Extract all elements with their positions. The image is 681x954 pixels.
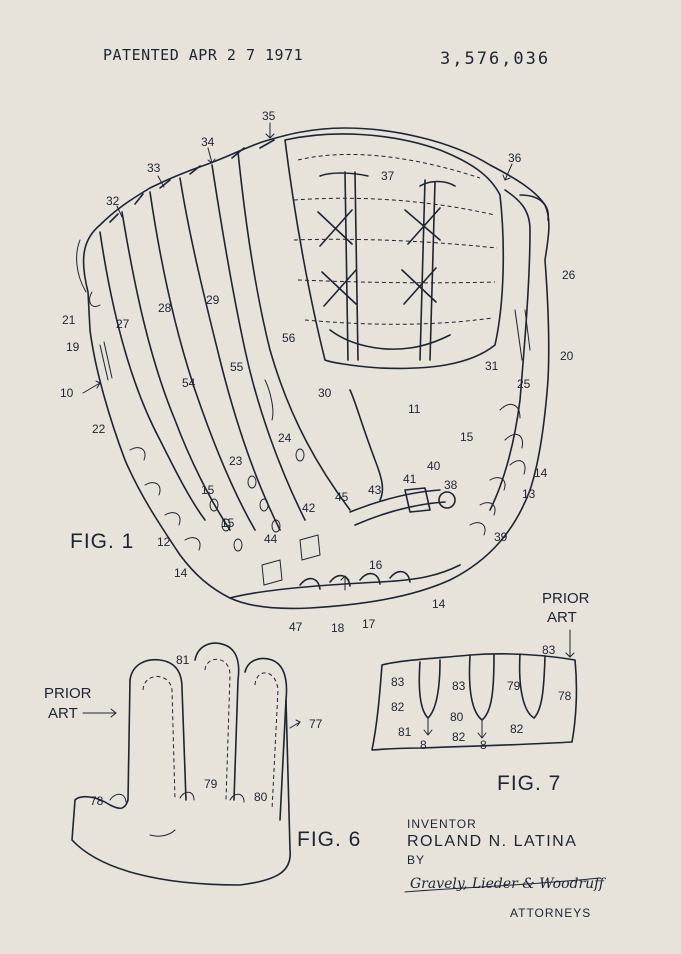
fig6-ref-81: 81 — [176, 653, 190, 667]
fig1-ref-44: 44 — [264, 532, 278, 546]
fig6-reference-numbers: 81 77 79 78 80 — [90, 653, 323, 808]
fig1-ref-47: 47 — [289, 620, 303, 634]
fig1-ref-38: 38 — [444, 478, 458, 492]
fig1-ref-15: 15 — [460, 430, 474, 444]
fig7-ref-8: 8 — [480, 738, 487, 752]
fig7-ref-83: 83 — [452, 679, 466, 693]
inventor-by: BY — [407, 853, 426, 867]
fig1-ref-41: 41 — [403, 472, 417, 486]
fig7-ref-8: 8 — [420, 738, 427, 752]
fig7-ref-83: 83 — [391, 675, 405, 689]
fig1-ref-29: 29 — [206, 293, 220, 307]
fig1-ref-16: 16 — [369, 558, 383, 572]
fig1-ref-42: 42 — [302, 501, 316, 515]
fig1-ref-34: 34 — [201, 135, 215, 149]
fig7-ref-82: 82 — [391, 700, 405, 714]
fig1-ref-37: 37 — [381, 169, 395, 183]
fig1-ref-17: 17 — [362, 617, 376, 631]
patented-date: PATENTED APR 2 7 1971 — [103, 46, 304, 64]
fig1-label: FIG. 1 — [70, 530, 135, 553]
fig1-ref-28: 28 — [158, 301, 172, 315]
fig1-glove-drawing — [76, 122, 575, 718]
fig1-ref-15: 15 — [221, 516, 235, 530]
fig1-ref-20: 20 — [560, 349, 574, 363]
fig7-ref-80: 80 — [450, 710, 464, 724]
fig1-ref-14: 14 — [432, 597, 446, 611]
fig6-label: FIG. 6 — [297, 828, 362, 851]
fig1-ref-27: 27 — [116, 317, 130, 331]
fig1-ref-45: 45 — [335, 490, 349, 504]
fig1-ref-40: 40 — [427, 459, 441, 473]
fig7-prior-art-line1: PRIOR — [542, 590, 590, 607]
fig6-ref-80: 80 — [254, 790, 268, 804]
fig1-ref-35: 35 — [262, 109, 276, 123]
fig7-ref-81: 81 — [398, 725, 412, 739]
fig1-ref-12: 12 — [157, 535, 171, 549]
fig1-ref-11: 11 — [408, 402, 421, 416]
fig7-reference-numbers: 83 83 83 79 78 82 80 82 81 82 8 8 — [391, 643, 572, 752]
fig6-ref-78: 78 — [90, 794, 104, 808]
fig7-ref-82: 82 — [510, 722, 524, 736]
fig1-ref-39: 39 — [494, 530, 508, 544]
fig6-ref-79: 79 — [204, 777, 218, 791]
fig1-ref-14: 14 — [174, 566, 188, 580]
fig7-ref-83: 83 — [542, 643, 556, 657]
fig7-drawing — [371, 653, 578, 751]
fig1-ref-24: 24 — [278, 431, 292, 445]
fig7-ref-82: 82 — [452, 730, 466, 744]
patent-number: 3,576,036 — [440, 49, 551, 69]
inventor-title: INVENTOR — [407, 817, 477, 831]
attorneys-label: ATTORNEYS — [510, 906, 592, 920]
fig7-ref-78: 78 — [558, 689, 572, 703]
fig1-ref-22: 22 — [92, 422, 106, 436]
fig1-reference-numbers: 35 34 33 32 36 37 21 19 10 22 27 28 29 56 55 54 30 31 26 20… — [60, 109, 576, 635]
fig1-ref-21: 21 — [62, 313, 76, 327]
fig7-prior-art-line2: ART — [547, 609, 577, 626]
fig1-ref-36: 36 — [508, 151, 522, 165]
fig1-ref-23: 23 — [229, 454, 243, 468]
attorney-signature: Gravely, Lieder & Woodruff — [404, 876, 606, 893]
fig1-ref-18: 18 — [331, 621, 345, 635]
fig1-ref-25: 25 — [517, 377, 531, 391]
fig6-prior-art-line2: ART — [48, 705, 78, 722]
fig7-ref-79: 79 — [507, 679, 521, 693]
fig1-ref-56: 56 — [282, 331, 296, 345]
fig1-ref-19: 19 — [66, 340, 80, 354]
fig1-ref-32: 32 — [106, 194, 120, 208]
fig1-ref-43: 43 — [368, 483, 382, 497]
fig1-ref-13: 13 — [522, 487, 536, 501]
fig1-ref-30: 30 — [318, 386, 332, 400]
inventor-name: ROLAND N. LATINA — [407, 833, 578, 850]
fig1-ref-55: 55 — [230, 360, 244, 374]
fig1-ref-14: 14 — [534, 466, 548, 480]
fig1-ref-33: 33 — [147, 161, 161, 175]
fig7-label: FIG. 7 — [497, 772, 562, 795]
fig6-prior-art-line1: PRIOR — [44, 685, 92, 702]
fig1-ref-31: 31 — [485, 359, 499, 373]
fig1-ref-10: 10 — [60, 386, 74, 400]
fig6-ref-77: 77 — [309, 717, 323, 731]
fig6-drawing — [71, 642, 301, 886]
fig1-ref-54: 54 — [182, 376, 196, 390]
fig1-ref-15: 15 — [201, 483, 215, 497]
fig1-ref-26: 26 — [562, 268, 576, 282]
